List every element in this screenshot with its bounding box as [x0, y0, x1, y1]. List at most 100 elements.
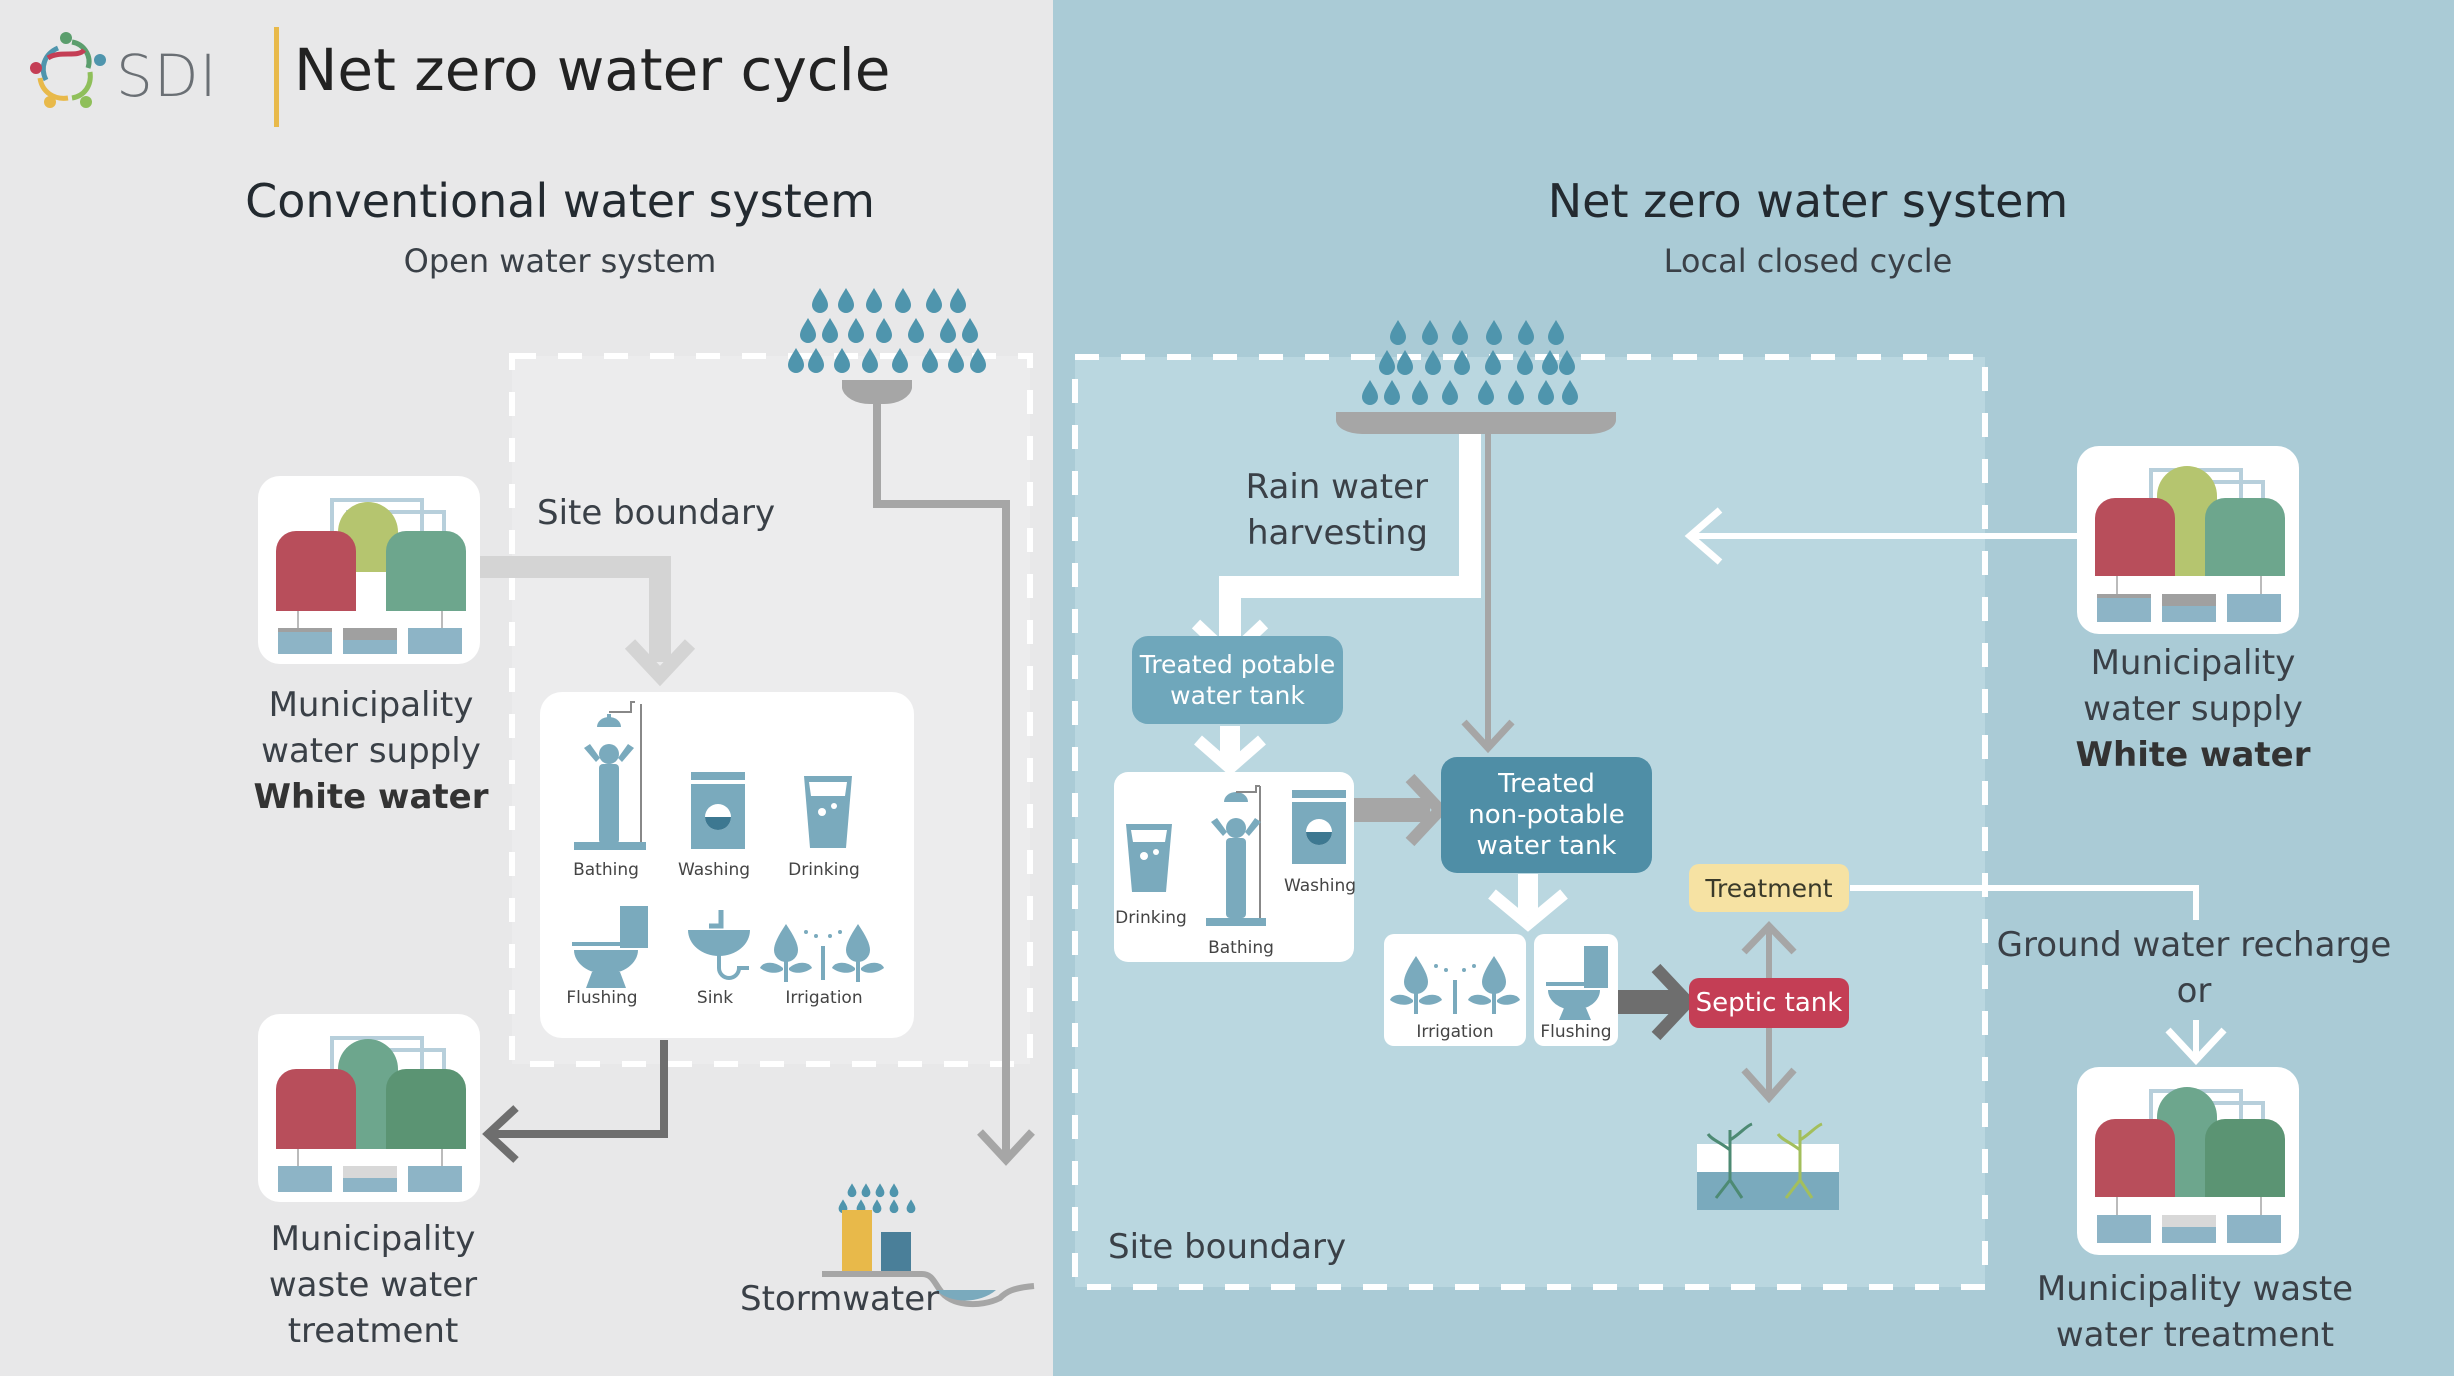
- rain-drop-icon: [908, 318, 924, 343]
- potable-tank-line1: Treated potable: [1139, 650, 1336, 679]
- nonpotable-use-label-flushing: Flushing: [1540, 1022, 1612, 1042]
- netzero-waste-line1: Municipality waste: [2036, 1269, 2354, 1309]
- rain-drop-icon: [812, 288, 828, 313]
- netzero-site-boundary-label: Site boundary: [1108, 1227, 1347, 1267]
- shower-icon: [574, 701, 646, 850]
- waste-label-line1: Municipality: [270, 1219, 476, 1259]
- rain-drop-icon: [970, 348, 986, 373]
- rain-drop-icon: [926, 288, 942, 313]
- netzero-waste-line2: water treatment: [2055, 1315, 2335, 1355]
- logo-text: SDI: [116, 42, 218, 110]
- waste-label-line3: treatment: [287, 1311, 459, 1351]
- rain-drop-icon: [895, 288, 911, 313]
- netzero-waste-card: [2077, 1067, 2299, 1255]
- potable-uses-icons: [1126, 785, 1346, 926]
- nonpotable-tank-line2: non-potable: [1468, 799, 1625, 830]
- potable-use-label-drinking: Drinking: [1115, 908, 1187, 928]
- municipality-supply-icon: [276, 498, 466, 654]
- stormwater-label: Stormwater: [740, 1279, 940, 1319]
- rain-drop-icon: [1454, 350, 1470, 375]
- rain-drop-icon: [872, 1199, 882, 1214]
- netzero-title: Net zero water system: [1547, 174, 2069, 228]
- rain-drop-icon: [822, 318, 838, 343]
- conventional-subtitle: Open water system: [403, 242, 717, 280]
- supply-pipe: [480, 556, 671, 662]
- rain-drop-icon: [1452, 320, 1468, 345]
- supply-label-line2: water supply: [261, 731, 481, 771]
- shower-icon: [1206, 785, 1266, 926]
- rain-harvest-pipe: [1219, 434, 1481, 650]
- rain-drop-icon: [866, 288, 882, 313]
- rain-drop-icon: [950, 288, 966, 313]
- treatment-to-recharge-pipe: [1850, 885, 2199, 920]
- rain-drop-icon: [1542, 350, 1558, 375]
- rain-drop-icon: [808, 348, 824, 373]
- rain-drop-icon: [1559, 350, 1575, 375]
- netzero-supply-white-water: White water: [2075, 735, 2311, 775]
- conventional-site-boundary-label: Site boundary: [537, 493, 776, 533]
- rain-drop-icon: [1397, 350, 1413, 375]
- stormwater-icon: [822, 1183, 1035, 1308]
- stormwater-pipe: [873, 404, 1010, 1158]
- greywater-arrow-icon: [1405, 773, 1449, 847]
- rain-drop-icon: [1486, 320, 1502, 345]
- septic-to-treatment-arrow-icon: [1741, 920, 1797, 955]
- potable-tank-line2: water tank: [1170, 681, 1305, 710]
- conventional-supply-card: [258, 476, 480, 664]
- municipality-waste-icon: [276, 1036, 466, 1192]
- nonpotable-tank-line1: Treated: [1498, 768, 1595, 799]
- nonpotable-to-uses-arrow-icon: [1488, 889, 1568, 932]
- header-divider: [274, 27, 279, 127]
- conventional-title: Conventional water system: [245, 174, 875, 228]
- rain-drop-icon: [962, 318, 978, 343]
- rain-drop-icon: [1517, 350, 1533, 375]
- rain-drop-icon: [940, 318, 956, 343]
- supply-label-line1: Municipality: [268, 685, 474, 725]
- flushing-card: Flushing: [1534, 934, 1618, 1046]
- nonpotable-inflow-arrow-icon: [1461, 719, 1515, 754]
- septic-to-soil-arrow-icon: [1741, 1067, 1797, 1104]
- recharge-label: Ground water recharge or: [1997, 922, 2392, 1014]
- rain-drop-icon: [862, 348, 878, 373]
- rain-drop-icon: [1485, 350, 1501, 375]
- netzero-supply-card: [2077, 446, 2299, 634]
- wastewater-arrow-icon: [482, 1105, 519, 1163]
- fixture-label-washing: Washing: [677, 860, 751, 880]
- recharge-label-line2: or: [2176, 971, 2212, 1011]
- soil-plants-icon: [1697, 1122, 1839, 1210]
- netzero-waste-label: Municipality waste water treatment: [2037, 1266, 2353, 1358]
- rain-drop-icon: [838, 288, 854, 313]
- fixture-label-irrigation: Irrigation: [785, 988, 863, 1008]
- netzero-supply-label: Municipality water supply White water: [2076, 640, 2311, 778]
- toilet-icon: [572, 906, 648, 988]
- rain-drop-icon: [889, 1199, 899, 1214]
- rain-drop-icon: [788, 348, 804, 373]
- rain-drop-icon: [1548, 320, 1564, 345]
- waste-label-line2: waste water: [268, 1265, 478, 1305]
- rain-harvest-label: Rain water harvesting: [1246, 464, 1428, 556]
- rain-drop-icon: [800, 318, 816, 343]
- supply-arrow-icon: [624, 639, 696, 687]
- irrigation-icon: [1390, 956, 1520, 1014]
- rain-drop-icon: [922, 348, 938, 373]
- irrigation-card: Irrigation: [1384, 934, 1526, 1046]
- washing-machine-icon: [691, 772, 745, 849]
- rain-drop-icon: [847, 1183, 857, 1198]
- septic-tank-box: Septic tank: [1689, 978, 1849, 1028]
- stormwater-arrow-icon: [977, 1129, 1035, 1166]
- wastewater-pipe: [492, 1040, 668, 1138]
- glass-icon: [1126, 824, 1172, 892]
- fixture-label-drinking: Drinking: [788, 860, 860, 880]
- rain-drop-icon: [948, 348, 964, 373]
- recharge-label-line1: Ground water recharge: [1996, 925, 2392, 965]
- netzero-roof-icon: [1336, 412, 1616, 434]
- toilet-icon: [1546, 946, 1608, 1020]
- rain-drop-icon: [1390, 320, 1406, 345]
- conventional-waste-label: Municipality waste water treatment: [269, 1216, 477, 1354]
- potable-water-tank: Treated potable water tank: [1132, 636, 1343, 724]
- rain-drop-icon: [1379, 350, 1395, 375]
- municipality-supply-icon: [2095, 466, 2285, 622]
- conventional-roof-icon: [842, 380, 912, 405]
- netzero-supply-line1: Municipality: [2090, 643, 2296, 683]
- page-title: Net zero water cycle: [294, 36, 891, 104]
